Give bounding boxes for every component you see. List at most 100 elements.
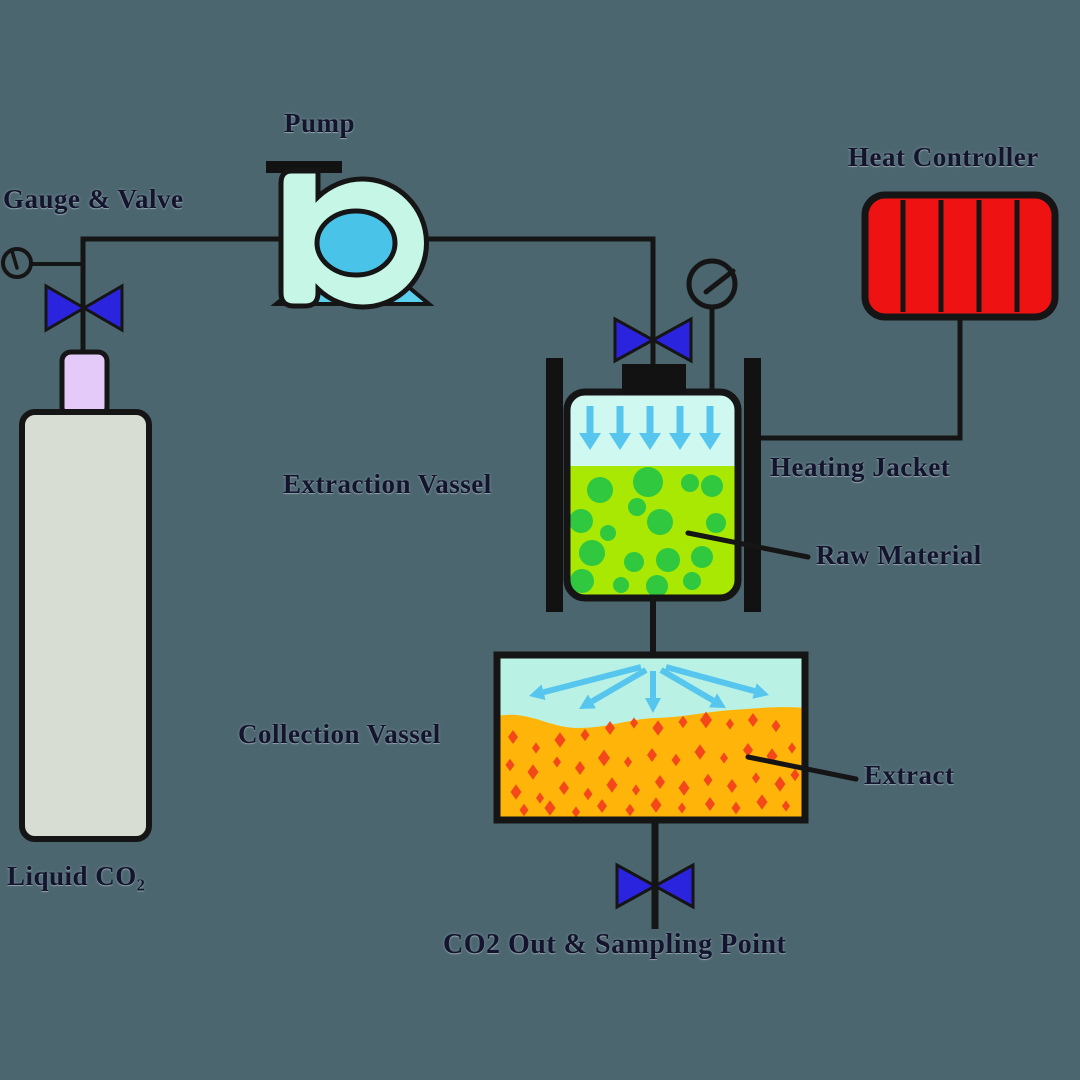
vessel-cap bbox=[622, 364, 686, 394]
raw-material-bubble bbox=[633, 467, 663, 497]
outlet-valve-icon bbox=[615, 862, 695, 910]
co2-cylinder bbox=[19, 349, 152, 842]
heating-jacket-right-bar bbox=[744, 358, 761, 612]
raw-material-bubble bbox=[683, 572, 701, 590]
heat-controller-box bbox=[861, 191, 1059, 321]
down-arrow-head bbox=[699, 433, 721, 450]
extract-speck bbox=[743, 743, 753, 757]
label-liquid-co2: Liquid CO₂ bbox=[7, 861, 146, 891]
extract-speck bbox=[727, 779, 737, 793]
raw-material-bubble bbox=[691, 546, 713, 568]
label-heat-controller: Heat Controller bbox=[848, 142, 1039, 172]
pump-icon bbox=[266, 161, 435, 310]
spread-arrow-icon bbox=[590, 667, 648, 705]
label-heating-jacket: Heating Jacket bbox=[770, 452, 951, 482]
collection-vessel bbox=[493, 651, 809, 824]
extract-speck bbox=[671, 753, 681, 767]
raw-material-bubble bbox=[628, 498, 646, 516]
label-extraction-vessel: Extraction Vassel bbox=[283, 469, 492, 499]
label-raw-material: Raw Material bbox=[816, 540, 982, 570]
spread-arrow-head bbox=[579, 694, 596, 709]
extract-speck bbox=[527, 764, 539, 780]
down-arrow-head bbox=[609, 433, 631, 450]
extract-speck bbox=[508, 730, 518, 744]
extract-speck bbox=[705, 797, 715, 811]
extract-speck bbox=[678, 780, 690, 796]
co2-spread-arrows bbox=[529, 664, 769, 713]
raw-material-bubble bbox=[570, 569, 594, 593]
extract-speck bbox=[625, 803, 635, 817]
extract-speck bbox=[505, 758, 515, 772]
extract-speck bbox=[771, 719, 781, 733]
label-extract: Extract bbox=[864, 760, 955, 790]
extract-speck bbox=[652, 720, 664, 736]
raw-material-bubble bbox=[647, 509, 673, 535]
extract-speck bbox=[703, 773, 713, 787]
extract-speck bbox=[756, 794, 768, 810]
raw-material-bubble bbox=[600, 525, 616, 541]
spread-arrow-head bbox=[529, 684, 546, 700]
extract-speck bbox=[700, 711, 712, 729]
extract-speck bbox=[606, 777, 618, 793]
extract-speck bbox=[580, 728, 590, 742]
raw-material-bubble bbox=[587, 477, 613, 503]
heating-jacket-left-bar bbox=[546, 358, 563, 612]
down-arrow-head bbox=[639, 433, 661, 450]
cylinder-body bbox=[19, 409, 152, 842]
extract-speck bbox=[598, 749, 610, 767]
extract-speck bbox=[554, 732, 566, 748]
down-arrow-head bbox=[579, 433, 601, 450]
extract-speck bbox=[510, 784, 522, 800]
extract-speck bbox=[678, 802, 686, 814]
spread-arrow-icon bbox=[659, 667, 715, 704]
raw-material-leader-line bbox=[685, 530, 811, 560]
spread-arrow-icon bbox=[542, 664, 642, 696]
extract-speck bbox=[650, 797, 662, 813]
raw-material-bubble bbox=[646, 575, 668, 597]
raw-material-bubble bbox=[681, 474, 699, 492]
raw-material-bubble bbox=[613, 577, 629, 593]
extract-speck bbox=[720, 752, 728, 764]
extract-leader-line bbox=[745, 754, 859, 782]
extract-speck bbox=[782, 800, 790, 812]
extract-speck bbox=[544, 800, 556, 816]
extract-speck bbox=[624, 756, 632, 768]
pressure-gauge-icon bbox=[1, 247, 33, 279]
spread-arrow-icon bbox=[665, 664, 756, 694]
extract-speck bbox=[655, 775, 665, 789]
extraction-inlet-valve-icon bbox=[613, 316, 693, 364]
extraction-vessel bbox=[563, 364, 742, 602]
raw-material-bubble bbox=[624, 552, 644, 572]
extract-speck bbox=[597, 799, 607, 813]
vessel-gauge-icon bbox=[686, 258, 738, 310]
extract-speck bbox=[630, 717, 638, 729]
label-pump: Pump bbox=[284, 108, 356, 138]
extract-speck bbox=[583, 787, 593, 801]
raw-material-bubbles bbox=[569, 467, 726, 597]
inlet-valve-icon bbox=[44, 283, 124, 333]
heat-controller-wire bbox=[757, 315, 963, 441]
extract-speck bbox=[647, 748, 657, 762]
label-co2-out: CO2 Out & Sampling Point bbox=[443, 929, 787, 960]
extract-speck bbox=[790, 768, 800, 782]
extract-speck bbox=[605, 721, 615, 735]
extract-speck bbox=[575, 761, 585, 775]
extract-speck bbox=[532, 742, 540, 754]
spread-arrow-head bbox=[709, 693, 726, 708]
extract-speck bbox=[572, 806, 580, 817]
label-gauge-valve: Gauge & Valve bbox=[3, 184, 184, 214]
extract-speck bbox=[536, 792, 544, 804]
raw-material-bubble bbox=[579, 540, 605, 566]
co2-in-arrows bbox=[579, 406, 721, 450]
extract-speck bbox=[559, 781, 569, 795]
extract-speck bbox=[553, 756, 561, 768]
spread-arrow-head bbox=[752, 683, 769, 699]
spread-arrow-head bbox=[645, 698, 661, 713]
raw-material-bubble bbox=[569, 509, 593, 533]
extract-speck bbox=[788, 742, 796, 754]
extract-speck bbox=[748, 713, 758, 727]
extract-speck bbox=[519, 803, 529, 817]
extract-speck bbox=[678, 715, 688, 729]
